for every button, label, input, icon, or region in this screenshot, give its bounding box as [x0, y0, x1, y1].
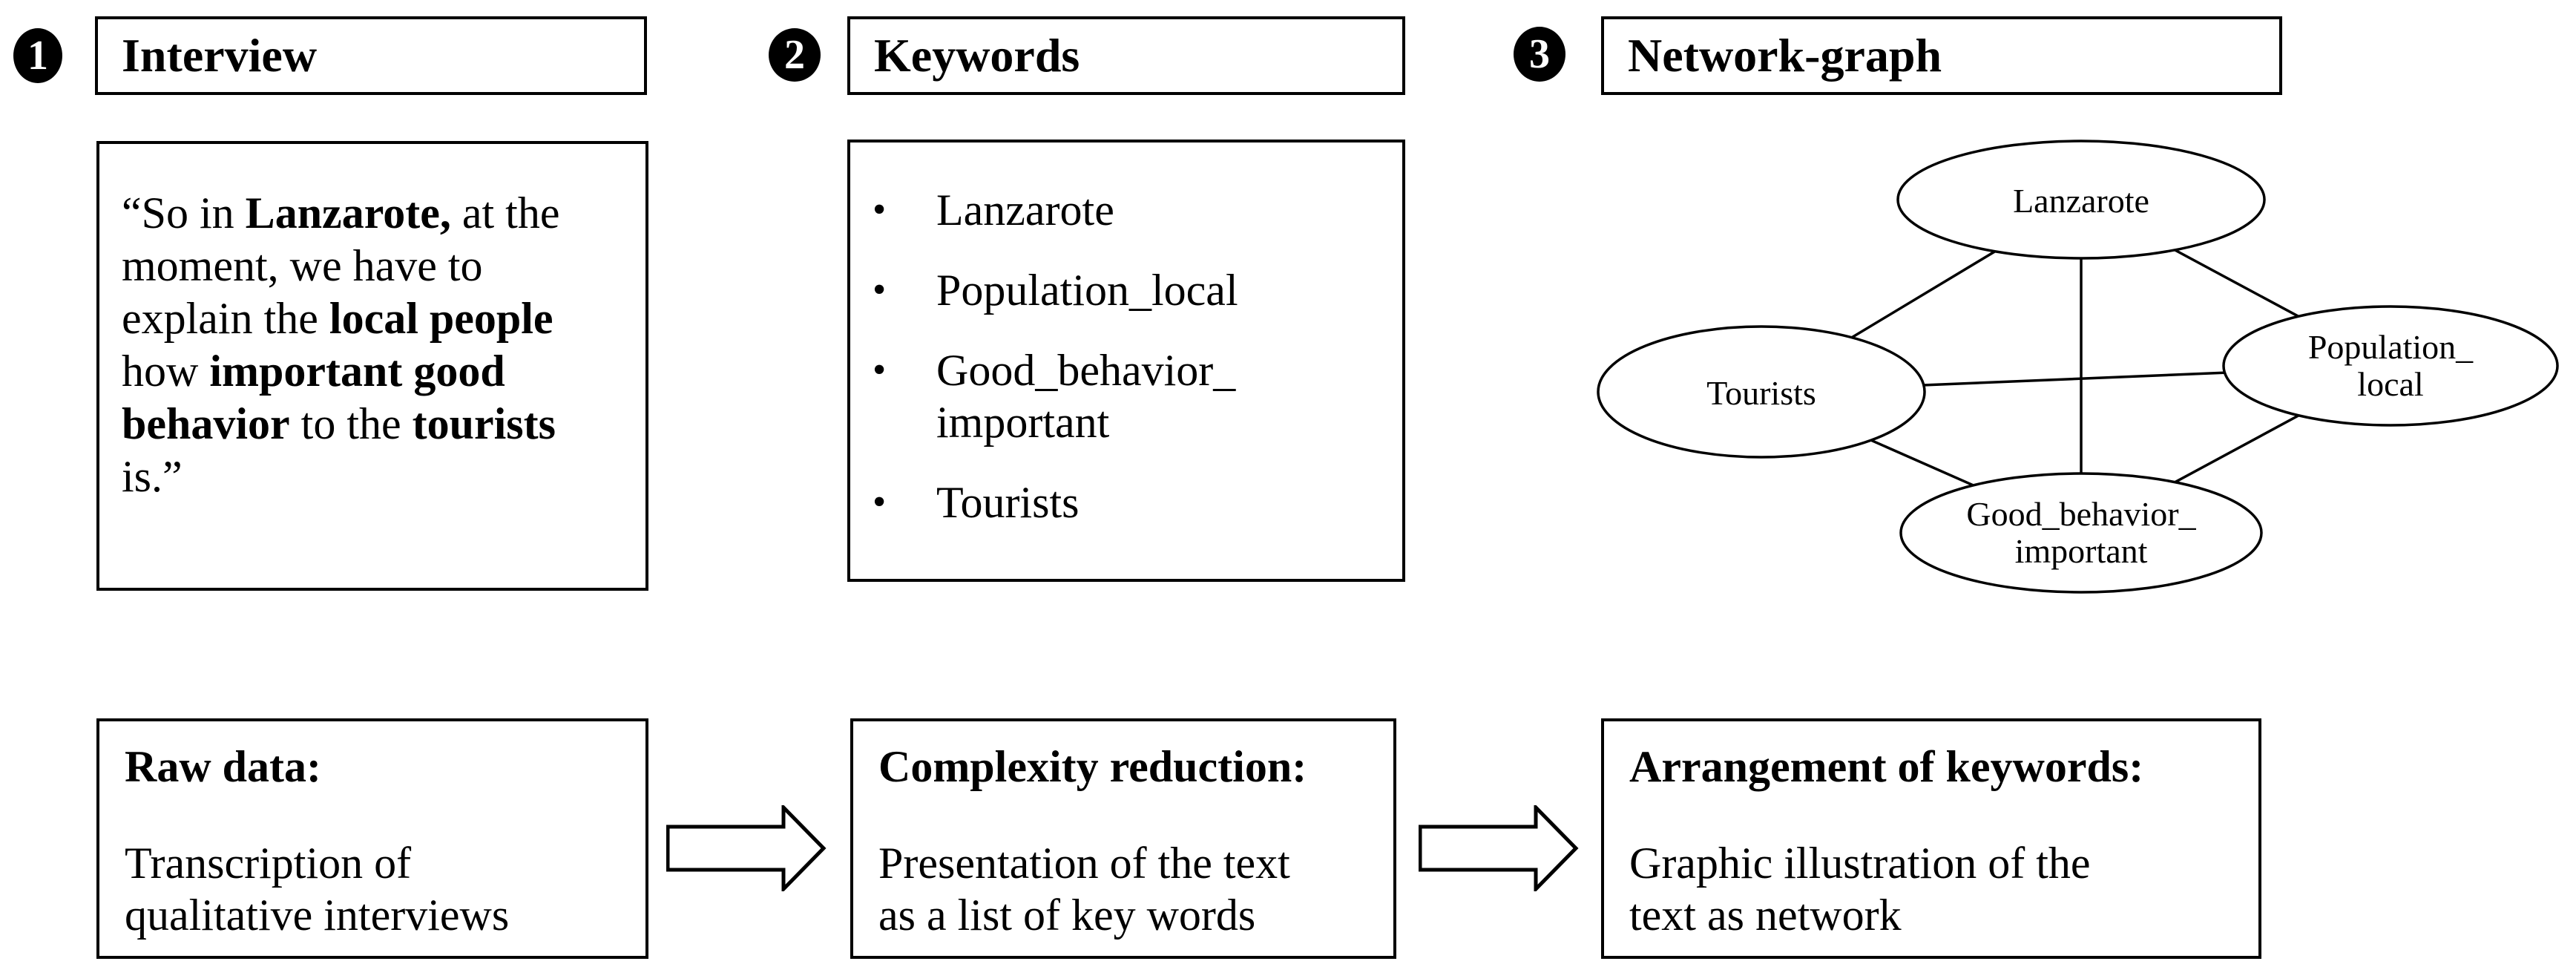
- keyword-label: Population_local: [936, 266, 1238, 315]
- process-heading: Complexity reduction:: [878, 742, 1307, 791]
- step-2-header-box: Keywords: [847, 16, 1405, 95]
- step-3-title: Network-graph: [1628, 29, 1942, 82]
- keyword-item: • Lanzarote: [873, 184, 1395, 236]
- process-body: Transcription of qualitative interviews: [125, 839, 510, 940]
- graph-nodes: [1597, 140, 2559, 594]
- bullet-icon: •: [873, 481, 887, 523]
- bullet-icon: •: [873, 349, 887, 391]
- step-3-badge-icon: 3: [1514, 27, 1565, 82]
- graph-node-label-lanzarote: Lanzarote: [2013, 182, 2149, 220]
- graph-node-ellipse-population-local: [2222, 305, 2559, 427]
- interview-quote-text: “So in Lanzarote, at the moment, we have…: [122, 189, 560, 501]
- step-1-number: 1: [27, 33, 48, 79]
- graph-node-label-good-behavior-important: Good_behavior_ important: [1966, 495, 2196, 570]
- graph-node-ellipse-lanzarote: [1896, 140, 2266, 260]
- bullet-icon: •: [873, 189, 887, 231]
- keyword-item: • Good_behavior_ important: [873, 344, 1395, 448]
- step-1-header-box: Interview: [95, 16, 647, 95]
- process-body: Graphic illustration of the text as netw…: [1629, 839, 2091, 940]
- bullet-icon: •: [873, 269, 887, 311]
- step-1-badge-icon: 1: [13, 28, 62, 83]
- process-heading: Raw data:: [125, 742, 321, 791]
- keyword-item: • Tourists: [873, 476, 1395, 528]
- process-box-complexity-reduction: Complexity reduction: Presentation of th…: [850, 718, 1396, 959]
- step-2-number: 2: [784, 32, 805, 78]
- step-2-badge-icon: 2: [769, 28, 821, 82]
- graph-node-label-tourists: Tourists: [1706, 374, 1816, 412]
- keywords-list: • Lanzarote • Population_local • Good_be…: [850, 142, 1402, 528]
- graph-node-label-population-local: Population_ local: [2307, 328, 2474, 403]
- keywords-box: • Lanzarote • Population_local • Good_be…: [847, 140, 1405, 582]
- keyword-item: • Population_local: [873, 264, 1395, 316]
- process-body: Presentation of the text as a list of ke…: [878, 839, 1290, 940]
- process-heading: Arrangement of keywords:: [1629, 742, 2144, 791]
- keyword-label: Lanzarote: [936, 186, 1114, 235]
- interview-quote-box: “So in Lanzarote, at the moment, we have…: [96, 141, 648, 591]
- step-3-number: 3: [1529, 31, 1550, 77]
- keyword-label: Tourists: [936, 478, 1080, 527]
- process-box-arrangement-of-keywords: Arrangement of keywords: Graphic illustr…: [1601, 718, 2261, 959]
- process-box-raw-data: Raw data: Transcription of qualitative i…: [96, 718, 648, 959]
- keyword-label: Good_behavior_ important: [936, 346, 1236, 447]
- arrow-right-icon: [1419, 805, 1579, 891]
- step-2-title: Keywords: [874, 29, 1080, 82]
- network-graph: [1597, 140, 2559, 594]
- step-1-title: Interview: [122, 29, 318, 82]
- step-3-header-box: Network-graph: [1601, 16, 2282, 95]
- graph-node-ellipse-good-behavior-important: [1899, 472, 2263, 594]
- graph-node-ellipse-tourists: [1597, 325, 1926, 459]
- arrow-right-icon: [666, 805, 827, 891]
